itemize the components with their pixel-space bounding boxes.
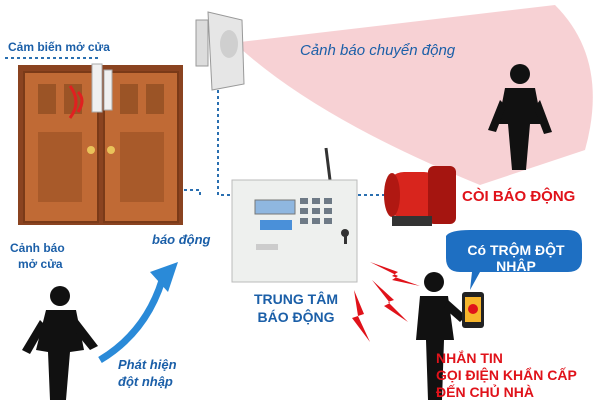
phone-icon (462, 292, 484, 328)
sms-line1: NHẮN TIN (436, 350, 503, 366)
lightning-icon (352, 262, 420, 342)
door-warning-label: Cảnh báo mở cửa (10, 240, 65, 272)
sms-line3: ĐẾN CHỦ NHÀ (436, 384, 534, 400)
detect-line1: Phát hiện (118, 357, 177, 372)
motion-detection-cone (240, 5, 593, 185)
homeowner-icon (416, 272, 466, 400)
motion-sensor-icon (195, 11, 245, 91)
sms-line2: GỌI ĐIỆN KHẨN CẤP (436, 367, 577, 383)
center-label: TRUNG TÂM BÁO ĐỘNG (246, 290, 346, 326)
detect-label: Phát hiện đột nhập (118, 356, 177, 390)
burglar-icon (488, 64, 552, 170)
sms-label: NHẮN TIN GỌI ĐIỆN KHẨN CẤP ĐẾN CHỦ NHÀ (436, 350, 577, 401)
center-line2: BÁO ĐỘNG (257, 309, 335, 325)
arrow-icon (98, 262, 178, 364)
siren-label: CÒI BÁO ĐỘNG (462, 188, 576, 205)
door-warning-line1: Cảnh báo (10, 241, 65, 255)
bubble-label: Có TRỘM ĐỘT NHẬP (467, 242, 565, 274)
door-sensor-label: Cảm biến mở cửa (8, 40, 110, 54)
motion-warning-label: Cảnh báo chuyển động (300, 42, 456, 59)
center-line1: TRUNG TÂM (254, 291, 338, 307)
alarm-label: báo động (152, 232, 211, 247)
burglar-icon (22, 286, 98, 400)
door-warning-line2: mở cửa (18, 257, 63, 271)
alarm-panel-icon (231, 147, 358, 283)
speech-bubble (446, 230, 582, 290)
door-sensor-icon (68, 63, 113, 119)
detect-line2: đột nhập (118, 374, 173, 389)
siren-icon (384, 166, 456, 226)
